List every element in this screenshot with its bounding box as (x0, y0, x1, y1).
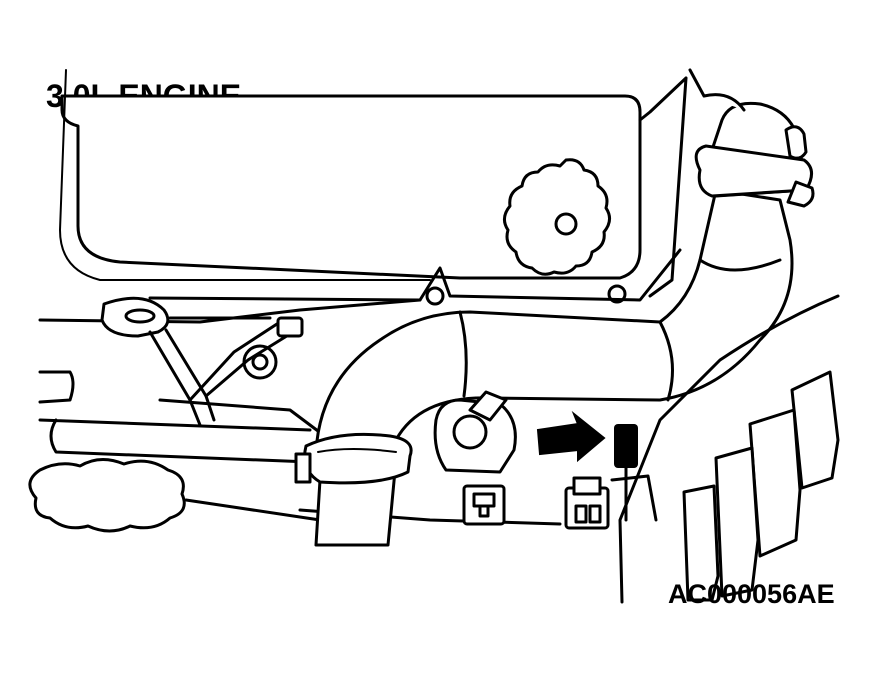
connector-left (462, 484, 506, 526)
top-hose-clamp (688, 68, 815, 208)
left-cap (28, 458, 186, 533)
cylinder-head-edge (38, 248, 682, 324)
sensor-lead (610, 466, 658, 522)
engine-block-left (38, 370, 332, 464)
oil-filler-cap (503, 158, 611, 276)
engine-cover (60, 94, 642, 280)
sensor-fitting (433, 390, 517, 474)
dipstick-tube (100, 296, 304, 427)
lower-hose-clamp (294, 432, 413, 547)
figure-code: AC000056AE (668, 579, 835, 609)
sensor-black-block (614, 424, 638, 468)
connector-right (564, 476, 610, 530)
upper-bracket (638, 76, 688, 298)
right-cover-panel (618, 294, 840, 604)
cylinder-head-lower (148, 296, 422, 320)
pointer-arrow (536, 410, 606, 463)
engine-cover-rim (59, 69, 431, 281)
